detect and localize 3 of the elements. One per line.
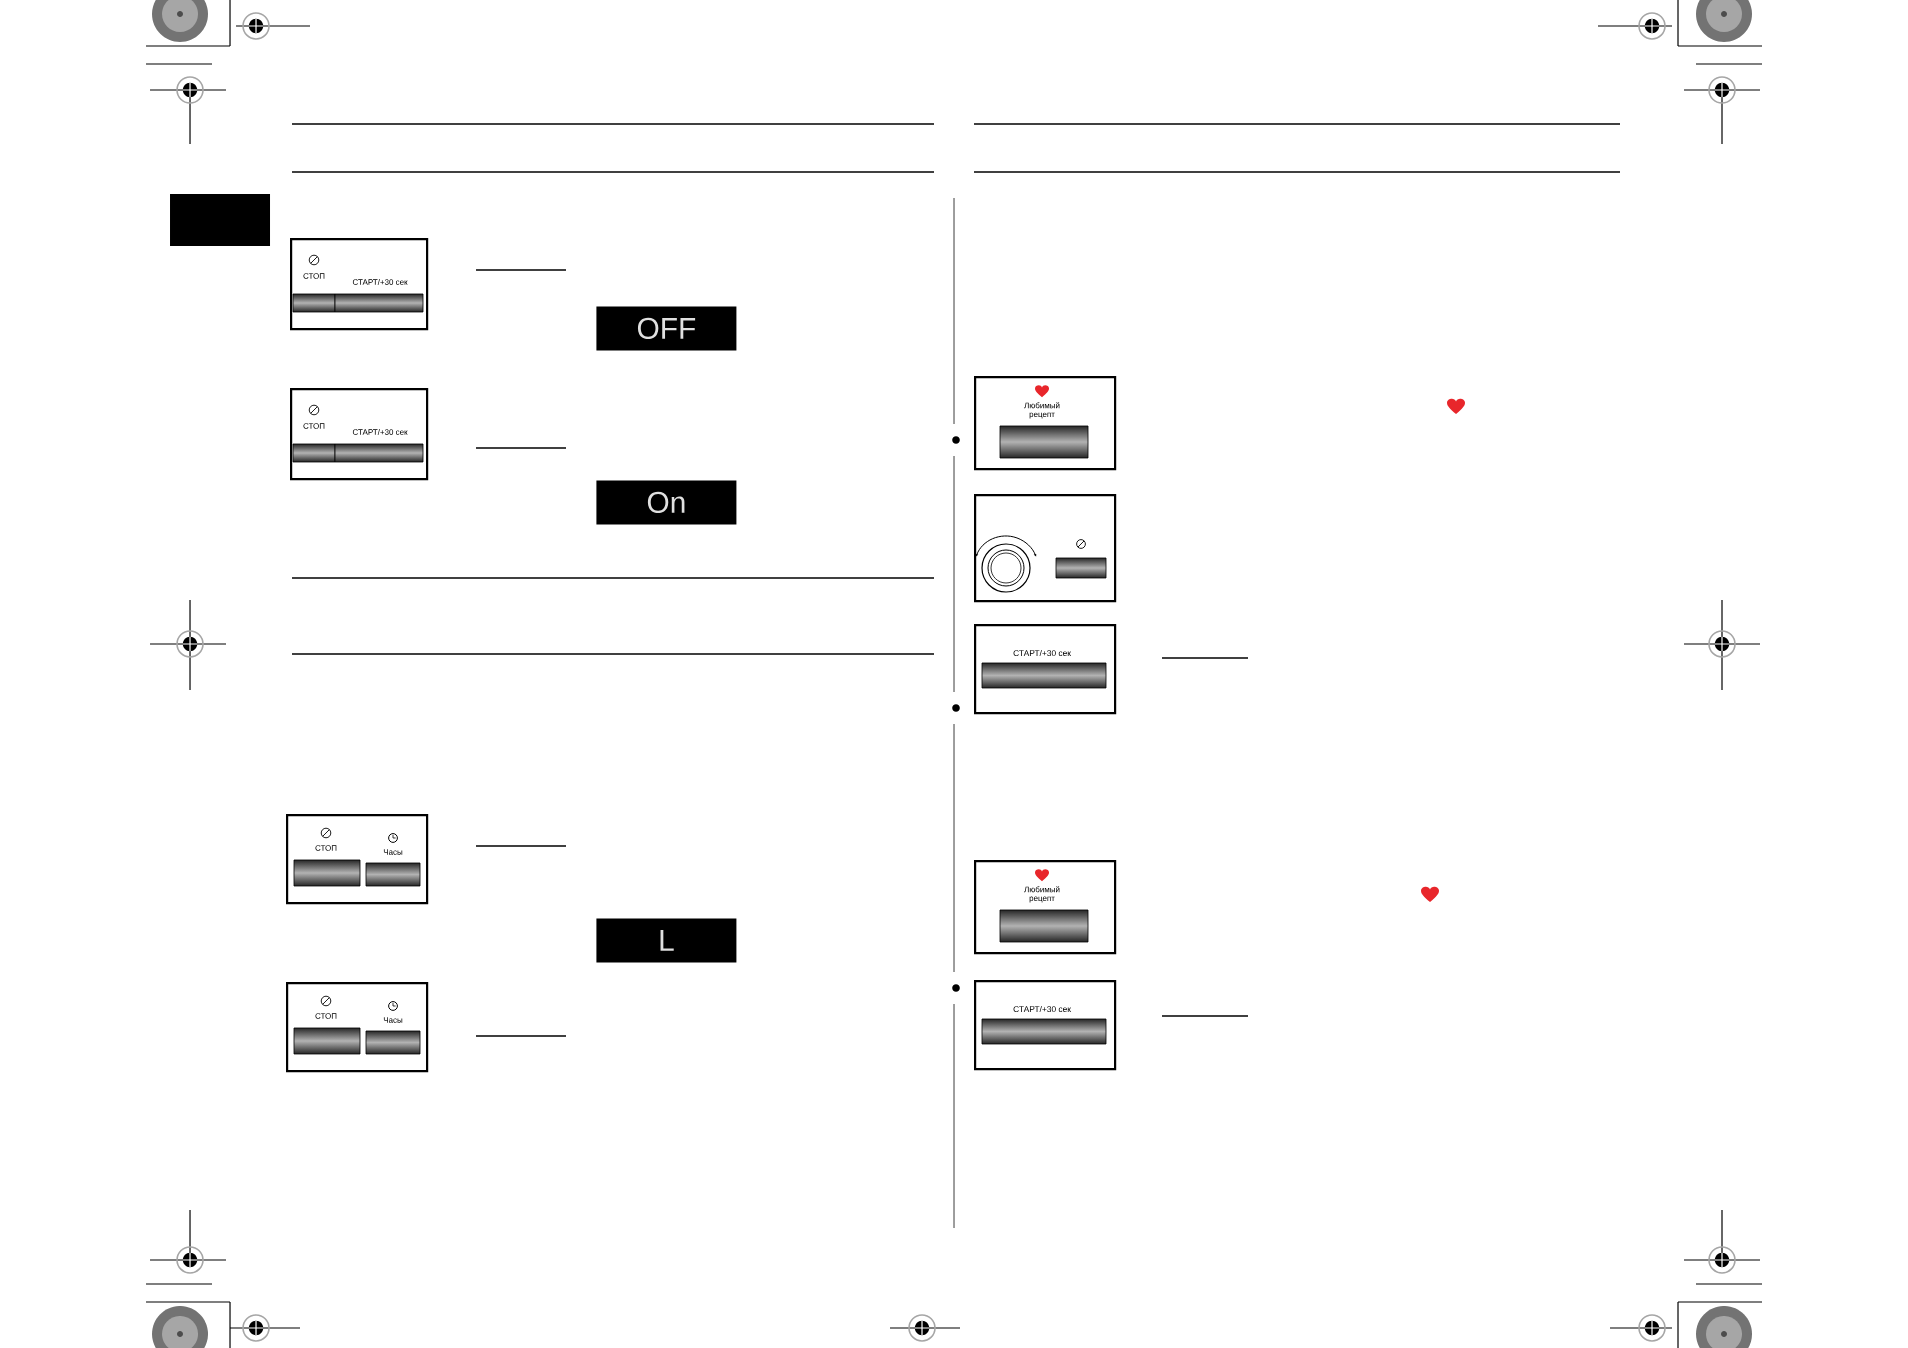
lcd-display: On [596, 480, 737, 525]
lcd-display: OFF [596, 306, 737, 351]
lcd-display: L [596, 918, 737, 963]
